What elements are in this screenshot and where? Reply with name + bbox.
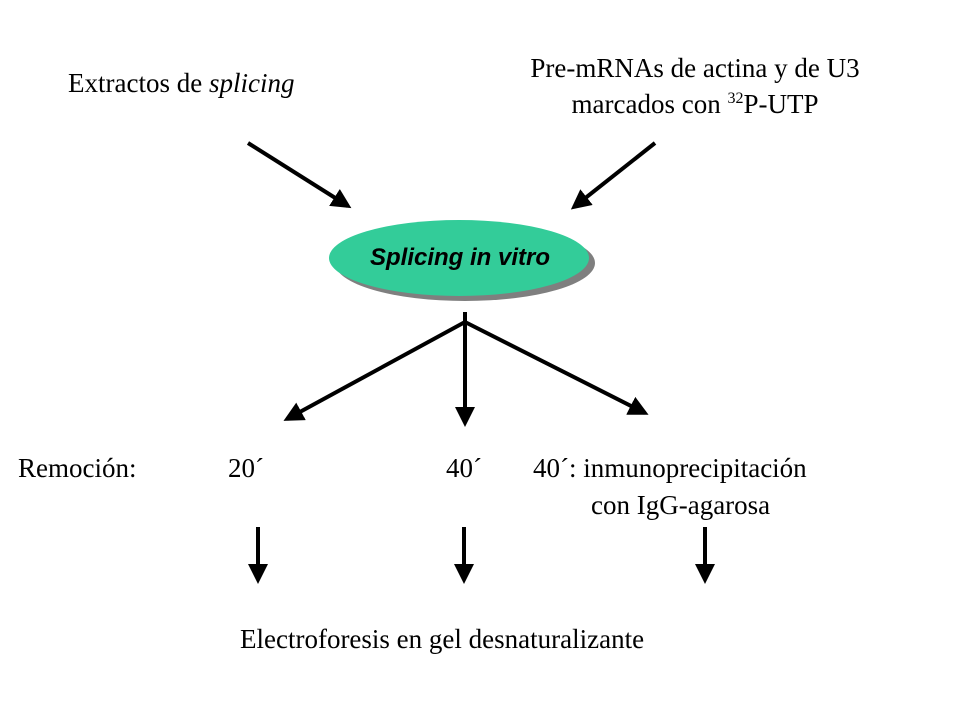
source-extracts-text: Extractos de (68, 68, 209, 98)
source-extracts: Extractos de splicing (68, 67, 294, 99)
process-ellipse (329, 220, 589, 296)
output-label: Electroforesis en gel desnaturalizante (240, 624, 645, 654)
source-premrna: Pre-mRNAs de actina y de U3 marcados con… (470, 52, 920, 120)
removal-time-20: 20´ (228, 453, 264, 483)
removal-time-40-ip: 40´: inmunoprecipitación (533, 453, 807, 483)
removal-ip-line2: con IgG-agarosa (591, 490, 771, 520)
arrow-branch-left (283, 320, 466, 421)
source-premrna-line2-prefix: marcados con (571, 89, 728, 119)
arrow-extracts-to-splicing (246, 141, 352, 209)
source-premrna-line2-suffix: P-UTP (743, 89, 819, 119)
arrow-branch-right (464, 320, 649, 415)
removal-time-40: 40´ (446, 453, 482, 483)
source-premrna-line2: marcados con 32P-UTP (470, 88, 920, 120)
arrow-premrna-to-splicing (570, 141, 657, 210)
removal-label: Remoción: (18, 453, 137, 483)
source-premrna-line1: Pre-mRNAs de actina y de U3 (530, 53, 860, 83)
source-extracts-italic: splicing (208, 68, 295, 98)
process-label: Splicing in vitro (369, 244, 550, 271)
isotope-superscript: 32 (727, 90, 744, 107)
